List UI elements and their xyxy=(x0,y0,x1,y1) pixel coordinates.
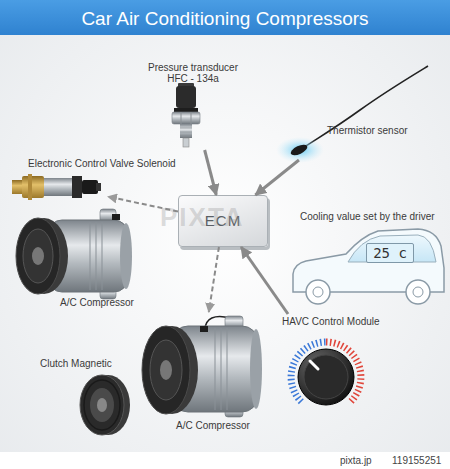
compressor-drawing xyxy=(250,329,262,409)
pressure-transducer-drawing xyxy=(180,132,192,133)
title-band xyxy=(0,0,450,35)
compressor-drawing xyxy=(90,222,91,290)
solenoid-drawing xyxy=(72,176,82,198)
compressor-drawing xyxy=(142,326,190,414)
image-id: 119155251 xyxy=(392,455,441,467)
solenoid-drawing xyxy=(28,174,32,200)
compressor-drawing xyxy=(200,326,208,332)
pressure-transducer-drawing xyxy=(172,112,200,124)
pressure-transducer-drawing xyxy=(174,108,198,112)
part-label: Pressure transducer xyxy=(145,62,241,74)
signal-arrow xyxy=(205,150,217,195)
compressor-drawing xyxy=(227,328,228,410)
solenoid-drawing xyxy=(22,176,44,198)
compressor-drawing xyxy=(160,360,172,380)
compressor-drawing xyxy=(142,316,262,417)
compressor-drawing xyxy=(102,222,103,290)
compressor-drawing xyxy=(150,340,182,400)
pressure-transducer-drawing xyxy=(183,138,189,147)
pressure-transducer-drawing xyxy=(180,124,192,138)
thermistor-drawing xyxy=(289,143,309,158)
sensor-part: Pressure transducerHFC - 134a xyxy=(145,60,241,150)
compressor-part: A/C Compressor xyxy=(138,312,263,418)
pressure-transducer-drawing xyxy=(180,136,192,137)
thermistor-drawing xyxy=(276,66,428,163)
thermistor-drawing xyxy=(306,66,428,146)
solenoid-drawing xyxy=(82,180,98,194)
thermistor-drawing xyxy=(276,137,324,163)
part-label: Cooling value set by the driver xyxy=(300,211,435,223)
pressure-transducer-drawing xyxy=(172,83,200,147)
compressor-part: A/C Compressor xyxy=(12,205,132,293)
compressor-drawing xyxy=(16,218,60,294)
clutch-drawing xyxy=(84,380,120,430)
pressure-transducer-drawing xyxy=(180,128,192,129)
signal-arrow xyxy=(209,247,219,312)
pressure-transducer-drawing xyxy=(176,86,196,108)
compressor-drawing xyxy=(215,328,216,410)
clutch-drawing xyxy=(80,375,124,435)
part-label: HAVC Control Module xyxy=(282,316,380,328)
car-drawing xyxy=(306,280,330,304)
solenoid-drawing xyxy=(96,183,101,191)
compressor-drawing xyxy=(32,247,44,265)
signal-arrow xyxy=(108,197,178,212)
car-drawing xyxy=(413,287,423,297)
compressor-drawing xyxy=(221,328,222,410)
clutch-part: Clutch Magnetic xyxy=(72,372,134,438)
compressor-drawing xyxy=(112,214,120,220)
title: Car Air Conditioning Compressors xyxy=(0,8,450,29)
temperature-display: 25 c xyxy=(366,243,414,263)
solenoid-drawing xyxy=(12,174,101,200)
knob-drawing xyxy=(304,355,348,399)
car-drawing xyxy=(293,229,444,304)
compressor-drawing xyxy=(16,209,132,299)
part-label: HFC - 134a xyxy=(145,73,241,85)
compressor-drawing xyxy=(120,223,132,289)
compressor-drawing xyxy=(96,222,97,290)
footer-strip xyxy=(0,452,450,469)
car-drawing xyxy=(348,235,436,262)
signal-arrow xyxy=(241,247,288,314)
car-outline: Cooling value set by the driver25 c xyxy=(288,226,445,306)
knob-drawing xyxy=(291,342,361,405)
watermark: PIXTA xyxy=(160,203,245,231)
knob-drawing xyxy=(298,349,354,405)
part-label: A/C Compressor xyxy=(60,297,134,309)
knob-drawing xyxy=(310,361,318,369)
pressure-transducer-drawing xyxy=(181,112,182,124)
display-value: 25 c xyxy=(367,246,413,261)
pressure-transducer-drawing xyxy=(191,112,192,124)
car-drawing xyxy=(313,287,323,297)
part-label: Clutch Magnetic xyxy=(40,358,112,370)
valve-part: Electronic Control Valve Solenoid xyxy=(8,170,108,202)
sensor-part: Thermistor sensor xyxy=(285,70,425,160)
part-label: A/C Compressor xyxy=(176,420,250,432)
part-label: Thermistor sensor xyxy=(327,125,408,137)
car-drawing xyxy=(406,280,430,304)
part-label: Electronic Control Valve Solenoid xyxy=(28,158,176,170)
clutch-drawing xyxy=(80,375,130,435)
clutch-drawing xyxy=(90,388,114,422)
signal-arrow xyxy=(255,160,299,195)
clutch-drawing xyxy=(97,398,107,412)
site-name: pixta.jp xyxy=(340,455,372,467)
compressor-drawing xyxy=(23,229,53,283)
solenoid-drawing xyxy=(12,180,22,194)
control-knob: HAVC Control Module xyxy=(278,314,370,417)
solenoid-drawing xyxy=(44,178,72,196)
